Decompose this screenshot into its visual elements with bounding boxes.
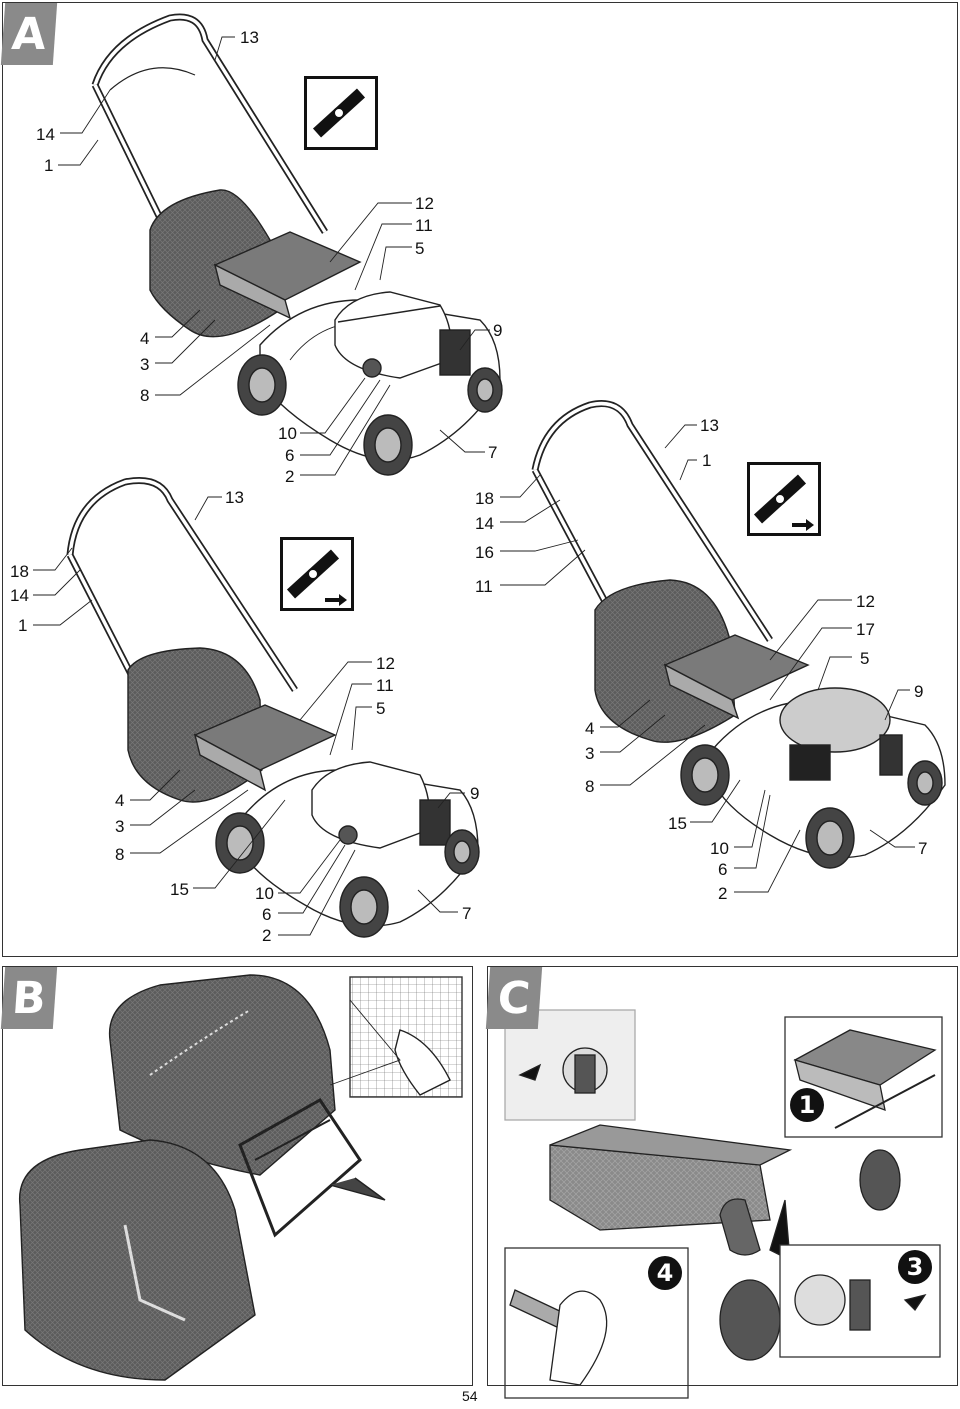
mower-left-label-13: 13: [225, 488, 244, 507]
mower-right-label-14: 14: [475, 514, 494, 533]
mower-left-label-14: 14: [10, 586, 29, 605]
mower-left-label-12: 12: [376, 654, 395, 673]
mower-right-label-17: 17: [856, 620, 875, 639]
mower-right-label-16: 16: [475, 543, 494, 562]
panel-b-tag: B: [0, 967, 58, 1029]
mower-right-label-10: 10: [710, 839, 729, 858]
mower-right-label-18: 18: [475, 489, 494, 508]
mower-left-label-15: 15: [170, 880, 189, 899]
mower-top-label-1: 1: [44, 156, 54, 175]
mower-top-label-7: 7: [488, 443, 498, 462]
mower-left-label-10: 10: [255, 884, 274, 903]
mower-right-label-6: 6: [718, 860, 728, 879]
mower-left: [33, 477, 480, 938]
mower-left-label-7: 7: [462, 904, 472, 923]
mower-right-label-4: 4: [585, 719, 595, 738]
mower-top-label-14: 14: [36, 125, 55, 144]
mower-top-label-3: 3: [140, 355, 150, 374]
panel-c-tag: C: [485, 967, 543, 1029]
blade-arrow-icon: [280, 537, 354, 611]
mower-left-label-2: 2: [262, 926, 272, 945]
mower-right: [500, 400, 946, 893]
step-4-badge: 4: [648, 1256, 682, 1290]
mower-left-label-11: 11: [376, 676, 394, 695]
mower-right-label-7: 7: [918, 839, 928, 858]
mower-right-label-13: 13: [700, 416, 719, 435]
page-number: 54: [462, 1388, 478, 1404]
mower-left-label-3: 3: [115, 817, 125, 836]
mower-right-label-2: 2: [718, 884, 728, 903]
mower-top-label-2: 2: [285, 467, 295, 486]
mower-left-label-4: 4: [115, 791, 125, 810]
mower-left-label-6: 6: [262, 905, 272, 924]
mower-top-label-11: 11: [415, 216, 433, 235]
step-3-badge: 3: [898, 1250, 932, 1284]
step-1-badge: 1: [790, 1088, 824, 1122]
mower-left-label-8: 8: [115, 845, 125, 864]
mower-left-label-1: 1: [18, 616, 28, 635]
mower-right-label-12: 12: [856, 592, 875, 611]
mower-left-label-18: 18: [10, 562, 29, 581]
panel-c: C: [485, 966, 958, 1386]
mower-top-label-6: 6: [285, 446, 295, 465]
mower-right-label-11: 11: [475, 577, 493, 596]
panel-b-illustrations: [18, 974, 463, 1381]
mower-right-label-15: 15: [668, 814, 687, 833]
blade-arrow-icon: [747, 462, 821, 536]
mower-right-label-3: 3: [585, 744, 595, 763]
panel-b: B: [0, 966, 473, 1386]
mower-top-label-5: 5: [415, 239, 425, 258]
mower-left-label-9: 9: [470, 784, 480, 803]
panel-c-illustrations: [504, 1009, 943, 1399]
mower-right-label-8: 8: [585, 777, 595, 796]
mower-right-label-5: 5: [860, 649, 870, 668]
mower-right-label-9: 9: [914, 682, 924, 701]
mower-top: [58, 13, 503, 476]
mower-top-label-9: 9: [493, 321, 503, 340]
mower-top-label-8: 8: [140, 386, 150, 405]
mower-top-label-12: 12: [415, 194, 434, 213]
mower-right-label-1: 1: [702, 451, 712, 470]
blade-icon: [304, 76, 378, 150]
mower-top-label-4: 4: [140, 329, 150, 348]
mower-top-label-10: 10: [278, 424, 297, 443]
mower-left-label-5: 5: [376, 699, 386, 718]
mower-top-label-13: 13: [240, 28, 259, 47]
